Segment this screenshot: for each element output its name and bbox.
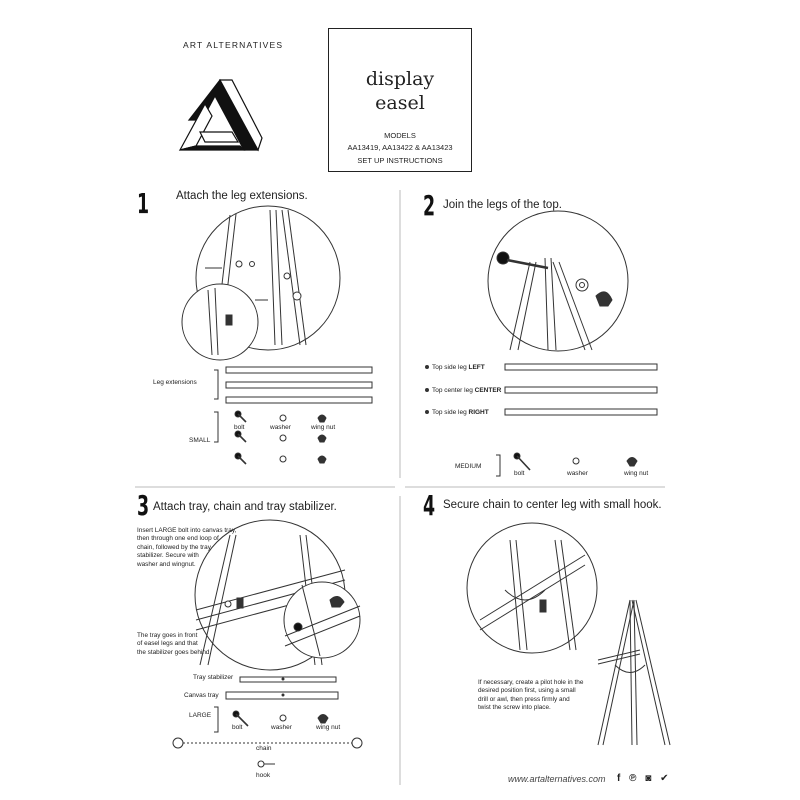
- step-4-note-line: twist the screw into place.: [478, 704, 551, 712]
- step-3-note-2: The tray goes in front of easel legs and…: [137, 632, 211, 657]
- step-1-number: 1: [137, 187, 150, 220]
- step-3-note-1-line: chain, followed by the tray: [137, 543, 211, 551]
- step-4-note-line: desired position first, using a small: [478, 687, 576, 695]
- brand-logo: [178, 78, 263, 152]
- title-line-1: display: [365, 68, 435, 90]
- product-title: display easel: [329, 67, 471, 115]
- step-3-note-2-line: the stabilizer goes behind.: [137, 648, 212, 656]
- top-right-prefix: Top side leg: [432, 409, 469, 416]
- step-4-note-line: If necessary, create a pilot hole in the: [478, 679, 584, 686]
- step-4-title: Secure chain to center leg with small ho…: [443, 499, 662, 511]
- wing-nut-label: wing nut: [311, 424, 336, 431]
- step3-illustration: [172, 519, 363, 768]
- step-3-note-1: Insert LARGE bolt into canvas tray, then…: [137, 527, 236, 569]
- step-4-note: If necessary, create a pilot hole in the…: [478, 679, 583, 713]
- title-line-2: easel: [375, 92, 425, 114]
- step4-illustration: [466, 522, 671, 746]
- model-numbers: AA13419, AA13422 & AA13423: [347, 143, 453, 152]
- step-4-note-line: drill or awl, then press firmly and: [478, 695, 570, 703]
- top-center-prefix: Top center leg: [432, 387, 475, 394]
- title-box: display easel MODELS AA13419, AA13422 & …: [328, 28, 472, 172]
- step-3-note-1-line: stabilizer. Secure with: [137, 552, 199, 560]
- step-1-title: Attach the leg extensions.: [176, 190, 308, 202]
- step-3-number: 3: [137, 489, 150, 522]
- medium-washer-label: washer: [567, 470, 588, 477]
- step-3-note-2-line: of easel legs and that: [137, 640, 198, 648]
- social-icons[interactable]: f ℗ ◙ ✔: [617, 773, 672, 784]
- chain-label: chain: [256, 745, 272, 752]
- setup-subtitle: SET UP INSTRUCTIONS: [357, 156, 443, 165]
- website-link[interactable]: www.artalternatives.com: [508, 774, 606, 784]
- step1-illustration: [181, 205, 373, 465]
- leg-extensions-label: Leg extensions: [153, 379, 197, 386]
- large-wing-nut-label: wing nut: [316, 724, 341, 731]
- step-3-title: Attach tray, chain and tray stabilizer.: [153, 501, 337, 513]
- washer-label: washer: [270, 424, 291, 431]
- step-4-number: 4: [423, 489, 436, 522]
- top-left-prefix: Top side leg: [432, 364, 469, 371]
- bolt-label: bolt: [234, 424, 245, 431]
- step-3-note-1-line: washer and wingnut.: [137, 560, 196, 568]
- step-2-number: 2: [423, 189, 436, 222]
- large-bolt-label: bolt: [232, 724, 243, 731]
- step-2-title: Join the legs of the top.: [443, 199, 562, 211]
- hook-label: hook: [256, 772, 271, 779]
- large-washer-label: washer: [271, 724, 292, 731]
- step-3-note-1-line: then through one end loop of: [137, 535, 219, 543]
- medium-wing-nut-label: wing nut: [624, 470, 649, 477]
- small-hardware-label: SMALL: [189, 437, 211, 444]
- top-right-leg-label: Top side leg RIGHT: [432, 409, 489, 416]
- canvas-tray-label: Canvas tray: [184, 692, 219, 699]
- tray-stabilizer-label: Tray stabilizer: [193, 674, 234, 681]
- top-right-bold: RIGHT: [468, 409, 489, 416]
- brand-name: ART ALTERNATIVES: [183, 40, 284, 50]
- models-label: MODELS: [384, 131, 416, 140]
- top-center-bold: CENTER: [474, 387, 502, 394]
- top-left-bold: LEFT: [468, 364, 485, 371]
- large-hardware-label: LARGE: [189, 712, 212, 719]
- medium-bolt-label: bolt: [514, 470, 525, 477]
- step-3-note-1-line: Insert LARGE bolt into canvas tray,: [137, 527, 237, 534]
- step2-illustration: [425, 210, 658, 477]
- top-center-leg-label: Top center leg CENTER: [432, 387, 501, 394]
- top-left-leg-label: Top side leg LEFT: [432, 364, 485, 371]
- step-3-note-2-line: The tray goes in front: [137, 632, 198, 639]
- medium-hardware-label: MEDIUM: [455, 463, 482, 470]
